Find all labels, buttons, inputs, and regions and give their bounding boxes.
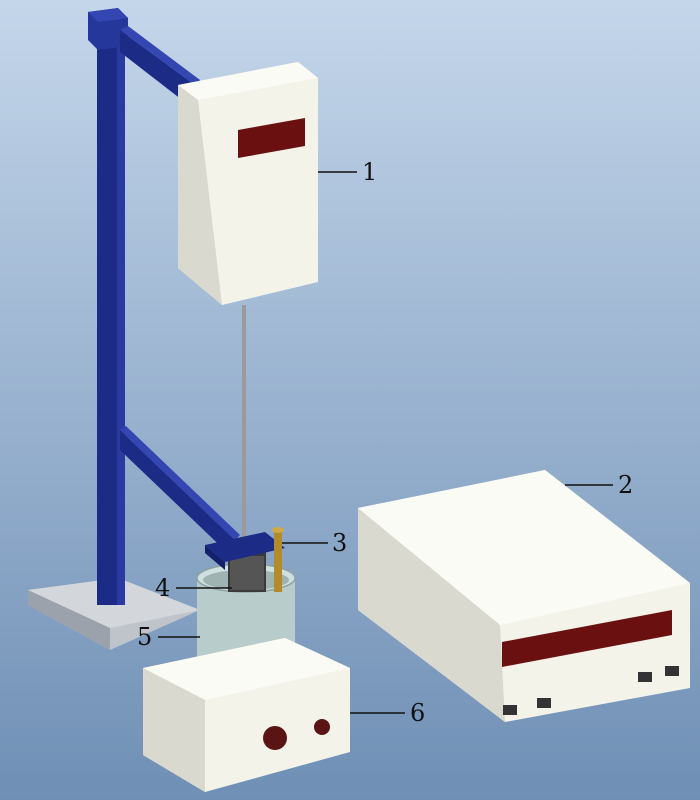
label-6: 6 (410, 699, 425, 727)
control-knob-4 (665, 666, 679, 676)
stand-upper-arm (120, 26, 200, 110)
heating-stirrer-plate (143, 638, 350, 792)
control-display (502, 610, 672, 667)
label-4: 4 (155, 574, 170, 602)
control-knob-2 (537, 698, 551, 708)
control-knob-1 (503, 705, 517, 715)
stirrer-motor-unit (178, 62, 318, 305)
label-1: 1 (362, 158, 377, 186)
motor-display (238, 118, 305, 158)
callout-lines (158, 171, 613, 714)
stand-lower-arm (120, 426, 240, 560)
plate-knob-small (314, 719, 330, 735)
stirring-rod (242, 305, 246, 550)
thermometer-probe (272, 527, 284, 592)
plate-knob-large (263, 726, 287, 750)
sample-holder (205, 532, 285, 592)
stand-pole (88, 8, 128, 605)
label-3: 3 (332, 529, 347, 557)
label-5: 5 (137, 623, 152, 651)
control-knob-3 (638, 672, 652, 682)
control-box (358, 470, 690, 722)
label-2: 2 (618, 471, 633, 499)
